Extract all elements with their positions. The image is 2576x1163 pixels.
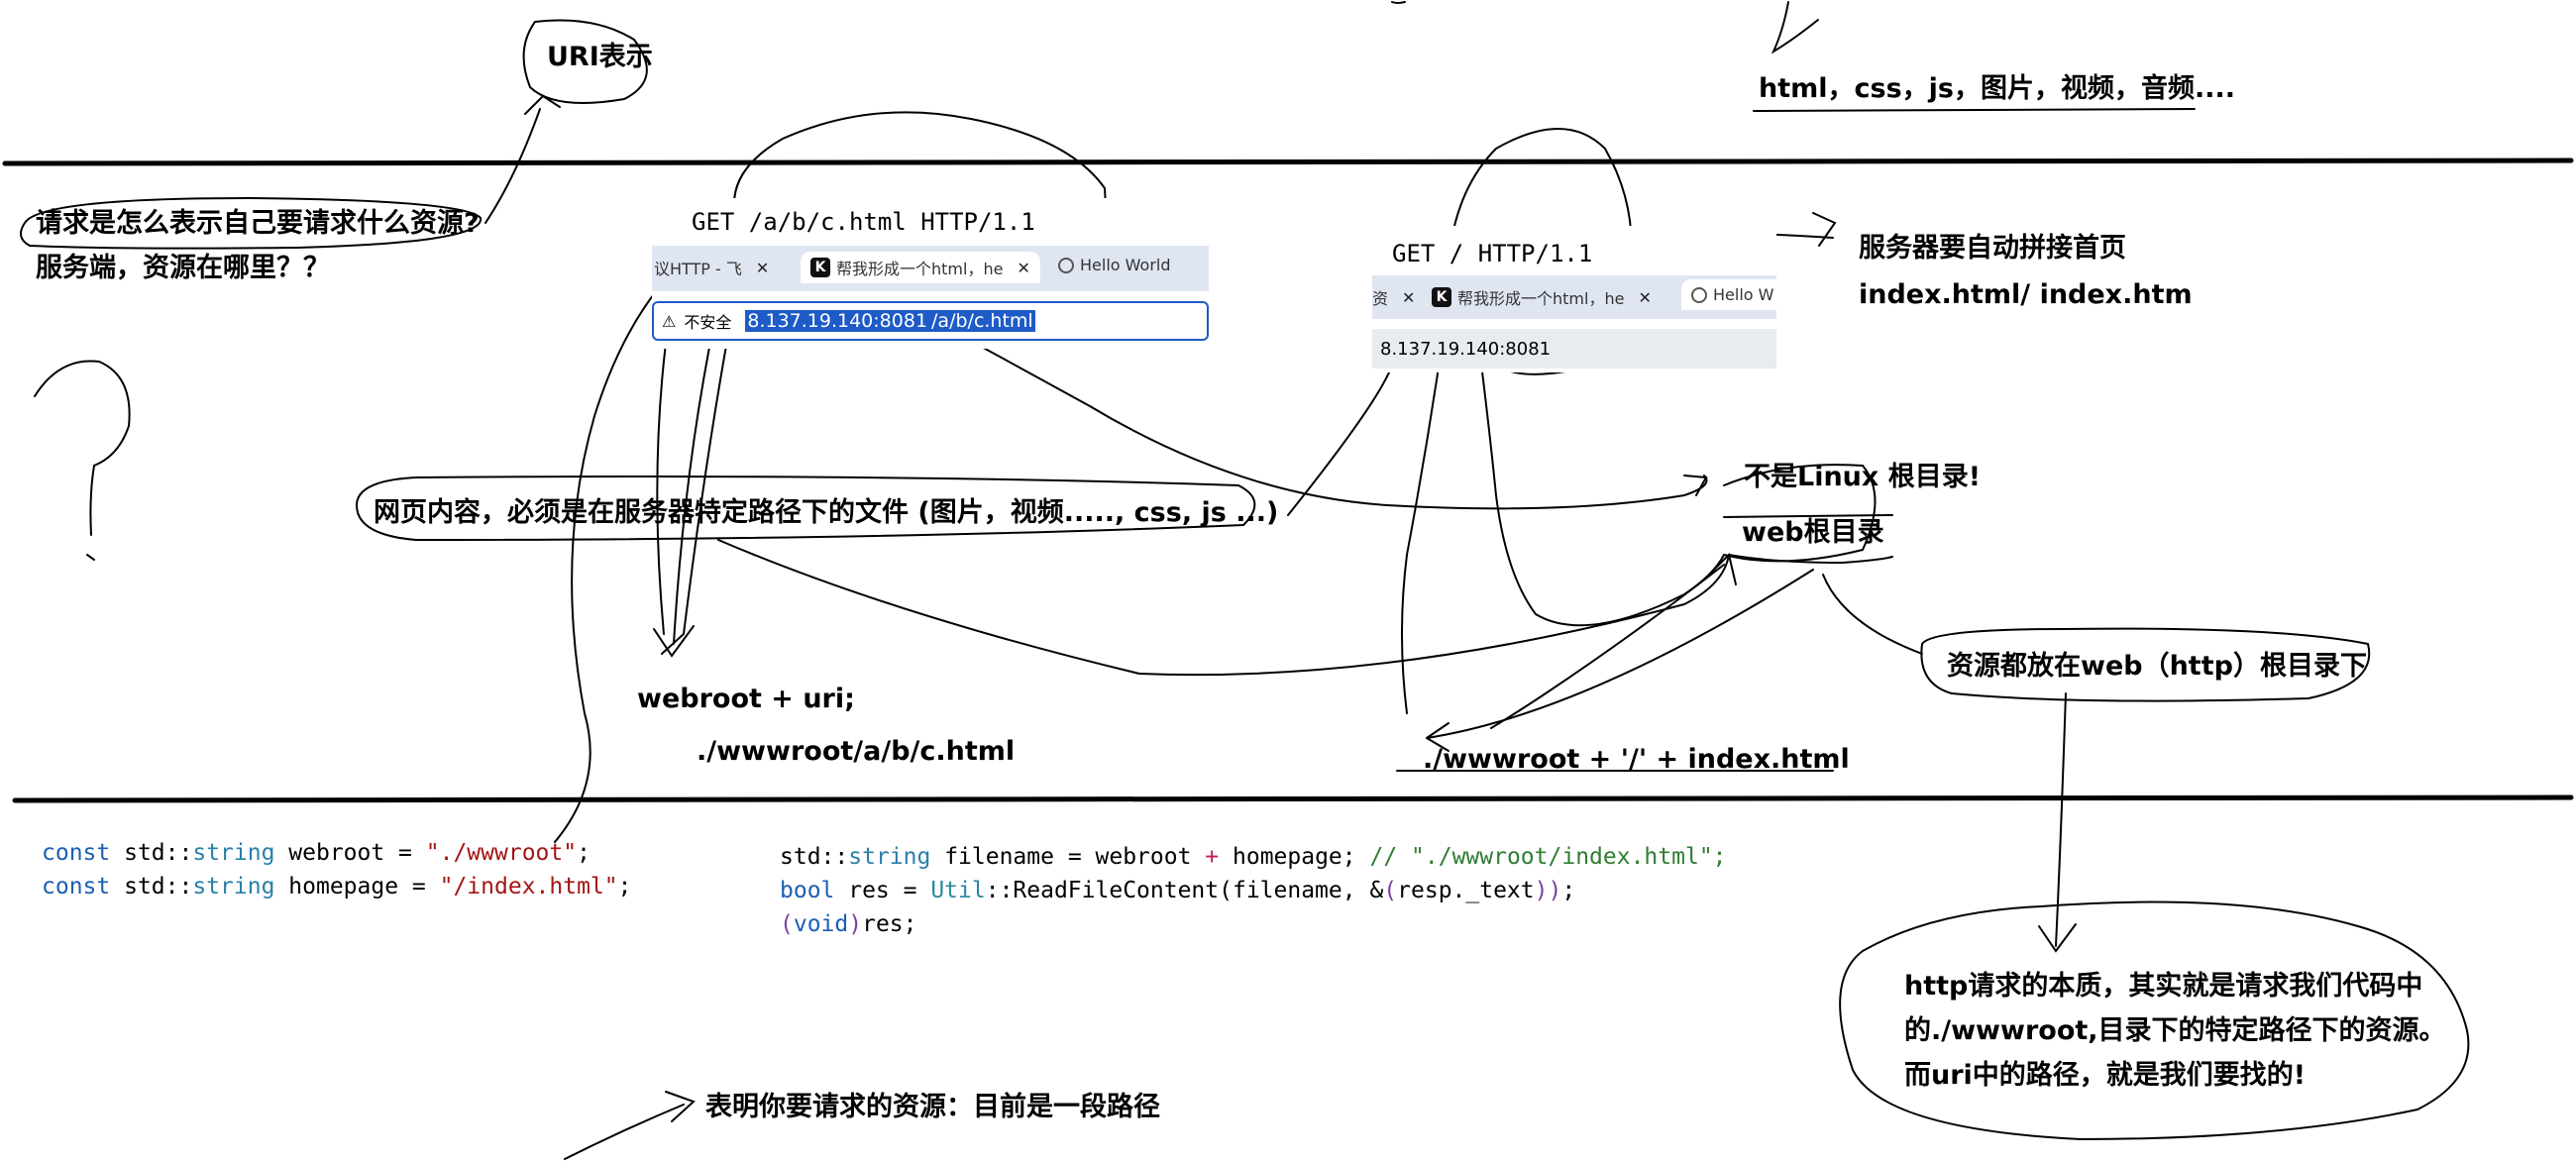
k-icon: K bbox=[1432, 287, 1451, 307]
url-host-1: 8.137.19.140:8081 bbox=[745, 310, 930, 332]
warning-icon: ⚠ bbox=[662, 311, 677, 331]
essence-bubble bbox=[1839, 900, 2470, 1141]
web-root-label: web根目录 bbox=[1742, 517, 1884, 548]
tab-http[interactable]: 议HTTP - 飞✕ bbox=[654, 258, 770, 279]
code-right-line3: (void)res; bbox=[780, 911, 917, 937]
question-mark: ? bbox=[57, 357, 58, 358]
request-line-2: GET / HTTP/1.1 bbox=[1392, 240, 1593, 267]
bottom-divider bbox=[12, 794, 2574, 803]
path-abc: ./wwwroot/a/b/c.html bbox=[697, 736, 1016, 767]
code-right-line2: bool res = Util::ReadFileContent(filenam… bbox=[780, 878, 1576, 903]
request-line-1: GET /a/b/c.html HTTP/1.1 bbox=[692, 208, 1035, 236]
close-icon[interactable]: ✕ bbox=[755, 258, 770, 277]
uri-circle bbox=[522, 19, 648, 104]
close-icon[interactable]: ✕ bbox=[1017, 258, 1030, 277]
essence-line2: 的./wwwroot,目录下的特定路径下的资源。 bbox=[1904, 1015, 2446, 1046]
not-linux-root: 不是Linux 根目录! bbox=[1744, 462, 1982, 492]
essence-line1: http请求的本质，其实就是请求我们代码中 bbox=[1904, 971, 2423, 1002]
tab-hello-2[interactable]: Hello W bbox=[1681, 279, 1776, 310]
code-right-line1: std::string filename = webroot + homepag… bbox=[780, 844, 1727, 870]
globe-icon bbox=[1058, 257, 1074, 273]
tab-hello-world[interactable]: Hello World bbox=[1058, 256, 1171, 274]
path-index: ./wwwroot + '/' + index.html bbox=[1423, 744, 1850, 775]
request-path-note: 表明你要请求的资源：目前是一段路径 bbox=[705, 1092, 1160, 1122]
url-2: 8.137.19.140:8081 bbox=[1380, 338, 1552, 360]
address-bar-1[interactable]: ⚠ 不安全 8.137.19.140:8081/a/b/c.html bbox=[652, 301, 1209, 341]
arrow-to-uri bbox=[484, 108, 541, 224]
question-request: 请求是怎么表示自己要请求什么资源? bbox=[36, 208, 480, 239]
code-left-line2: const std::string homepage = "/index.htm… bbox=[42, 874, 632, 899]
resource-types: html，css，js，图片，视频，音频.... bbox=[1759, 73, 2236, 104]
webroot-plus-uri: webroot + uri; bbox=[637, 684, 855, 714]
question-server: 服务端，资源在哪里？？ bbox=[36, 253, 330, 283]
uri-label: URI表示 bbox=[547, 42, 653, 72]
close-icon[interactable]: ✕ bbox=[1402, 287, 1416, 307]
top-divider bbox=[2, 158, 2574, 166]
close-icon[interactable]: ✕ bbox=[1638, 287, 1652, 307]
webcontent-note: 网页内容，必须是在服务器特定路径下的文件 (图片，视频....., css, j… bbox=[374, 497, 1279, 528]
k-icon: K bbox=[810, 258, 830, 277]
autojoin-line1: 服务器要自动拼接首页 bbox=[1859, 233, 2126, 264]
tab-res[interactable]: 资✕ bbox=[1372, 287, 1416, 309]
resources-note: 资源都放在web（http）根目录下 bbox=[1947, 651, 2367, 682]
webcontent-bubble bbox=[355, 476, 1256, 542]
question-bubble bbox=[20, 196, 483, 250]
code-left-line1: const std::string webroot = "./wwwroot"; bbox=[42, 840, 590, 866]
url-path-1: /a/b/c.html bbox=[929, 310, 1035, 332]
essence-line3: 而uri中的路径，就是我们要找的! bbox=[1904, 1060, 2307, 1091]
question-mark-scribble bbox=[34, 360, 131, 536]
autojoin-line2: index.html/ index.htm bbox=[1859, 279, 2193, 310]
address-bar-2[interactable]: 8.137.19.140:8081 bbox=[1372, 329, 1776, 369]
resources-bubble bbox=[1920, 627, 2371, 702]
globe-icon bbox=[1691, 286, 1707, 303]
